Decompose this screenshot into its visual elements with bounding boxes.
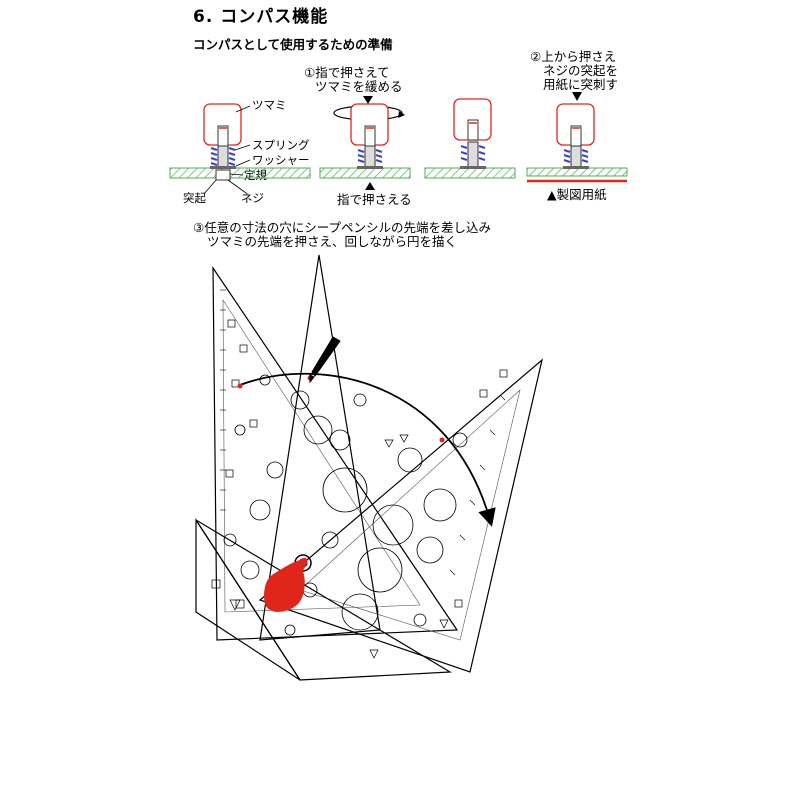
arc-path	[239, 372, 496, 527]
label-screw: ネジ	[241, 191, 264, 205]
step1-text-line1: ①指で押さえて	[304, 65, 390, 80]
label-spring: スプリング	[252, 138, 310, 152]
label-washer: ワッシャー	[252, 153, 310, 167]
down-arrow-icon	[363, 96, 373, 104]
step3-text-line1: ③任意の寸法の穴にシープペンシルの先端を差し込み	[193, 220, 491, 235]
step1b-diagram	[424, 98, 516, 179]
parts-diagram	[169, 103, 311, 195]
step2-text-line3: 用紙に突刺す	[543, 77, 619, 92]
set-square-3	[258, 358, 543, 673]
step1-bottom-text: 指で押さえる	[337, 192, 412, 207]
step2-text-line2: ネジの突起を	[543, 63, 619, 78]
step2-text-line1: ②上から押さえ	[530, 49, 617, 64]
step1-diagram	[319, 96, 411, 190]
step1-text-line2: ツマミを緩める	[315, 79, 403, 94]
subtitle: コンパスとして使用するための準備	[193, 37, 393, 52]
pencil-icon	[309, 336, 341, 384]
finger-hand-icon	[264, 560, 305, 612]
up-arrow-icon: ▲	[547, 187, 557, 202]
compass-illustration	[195, 254, 543, 681]
step2-bottom-text: ▲製図用紙	[547, 187, 607, 202]
label-knob: ツマミ	[252, 98, 287, 112]
section-title: 6. コンパス機能	[193, 7, 329, 27]
step3-text-line2: ツマミの先端を押さえ、回しながら円を描く	[207, 234, 458, 249]
label-protrusion: 突起	[183, 191, 206, 205]
step2-diagram	[526, 92, 628, 183]
